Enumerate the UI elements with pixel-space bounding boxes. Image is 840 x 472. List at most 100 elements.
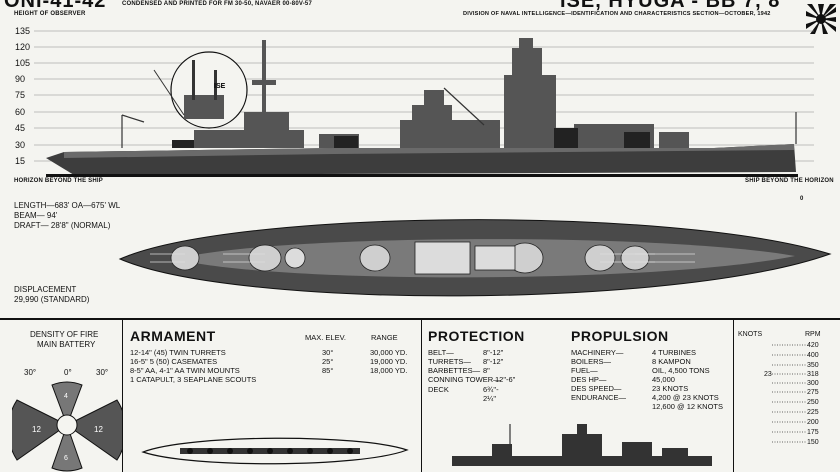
density-sector-left: 12 [32,425,41,434]
protection-row-label: BELT— [428,348,454,357]
propulsion-row-label: DES SPEED— [571,384,622,393]
dimension-beam: BEAM— 94' [14,211,58,220]
ship-title: ISE, HYUGA - BB 7, 8 [560,0,781,12]
dimension-length: LENGTH—683' OA—675' WL [14,201,121,210]
density-sector-top: 4 [64,393,68,400]
propulsion-row-value: 23 KNOTS [652,384,689,393]
propulsion-row-label: ENDURANCE— [571,393,627,402]
propulsion-row-value: 8 KAMPON [652,357,691,366]
speed-col-knots: KNOTS [738,331,763,338]
displacement-label: DISPLACEMENT [14,285,77,294]
plan-gun-barrels [150,253,695,263]
dimension-draft: DRAFT— 28'8" (NORMAL) [14,221,111,230]
speed-rpm-value: 200 [807,419,819,426]
propulsion-row-value: OIL, 4,500 TONS [652,366,710,375]
scale-mark: 45 [15,123,26,133]
propulsion-row-value: 4 TURBINES [652,348,697,357]
armament-row-elev: 85° [322,366,334,375]
ship-profile-drawing: ISE [34,30,814,177]
armament-row-desc: 16-5" 5 (50) CASEMATES [130,357,218,366]
protection-row-label: TURRETS— [428,357,471,366]
scale-mark: 105 [15,58,31,68]
speed-rpm-ticks [772,344,806,443]
horizon-beyond-ship-label: HORIZON BEYOND THE SHIP [14,178,103,184]
density-angle-left: 30° [24,368,37,377]
turrets [172,128,650,148]
document-number: ONI-41-42 [4,0,107,12]
speed-rpm-value: 300 [807,380,819,387]
armament-plan-drawing [141,437,409,465]
propulsion-row-label: MACHINERY— [571,348,624,357]
density-sector-bottom: 6 [64,455,68,462]
column-divider [421,320,422,472]
condensed-note: CONDENSED AND PRINTED FOR FM 30-50, NAVA… [122,1,312,7]
ship-plan-drawing [118,219,832,297]
propulsion-row-label: DES HP— [571,375,607,384]
speed-col-rpm: RPM [805,331,821,338]
displacement-value: 29,990 (STANDARD) [14,295,90,304]
propulsion-row-value: 4,200 @ 23 KNOTS [652,393,719,402]
armament-row-elev: 25° [322,357,334,366]
protection-row-value: 2¼" [483,394,497,403]
speed-rpm-value: 150 [807,439,819,446]
plan-superstructure [284,241,516,275]
density-of-fire-diagram: 12 4 12 6 [12,381,122,472]
speed-rpm-value: 250 [807,399,819,406]
superstructure [194,38,689,148]
armament-row-range: 19,000 YD. [370,357,408,366]
density-sector-right: 12 [94,425,103,434]
protection-row-value: 8"-12" [483,357,504,366]
scale-mark: 15 [15,156,26,166]
division-line: DIVISION OF NAVAL INTELLIGENCE—IDENTIFIC… [463,11,771,17]
armament-row-elev: 30° [322,348,334,357]
hull-profile [46,144,798,177]
scale-mark: 75 [15,90,26,100]
inset-label: ISE [214,83,226,90]
inset-detail-circle [153,51,248,129]
propulsion-title: PROPULSION [571,328,669,344]
armament-row-desc: 12-14" (45) TWIN TURRETS [130,348,226,357]
speed-rpm-value: 318 [807,371,819,378]
ship-beyond-horizon-label: SHIP BEYOND THE HORIZON [745,178,834,184]
armament-row-desc: 8-5" AA, 4-1" AA TWIN MOUNTS [130,366,240,375]
scale-mark: 120 [15,42,31,52]
density-angle-center: 0° [64,368,72,377]
scale-zero-mark: 0 [800,196,804,202]
scale-mark: 30 [15,140,26,150]
height-of-observer-label: HEIGHT OF OBSERVER [14,11,86,17]
speed-rpm-value: 420 [807,342,819,349]
speed-rpm-value: 225 [807,409,819,416]
protection-row-value: 6¾"- [483,385,499,394]
density-angle-right: 30° [96,368,109,377]
speed-marker-knots: 23 [764,371,772,378]
armament-row-range: 18,000 YD. [370,366,408,375]
rising-sun-flag-icon [806,4,836,34]
density-title-line2: MAIN BATTERY [37,340,96,349]
speed-rpm-value: 275 [807,389,819,396]
propulsion-row-label: FUEL— [571,366,598,375]
section-divider [0,318,840,320]
density-title-line1: DENSITY OF FIRE [30,330,99,339]
armament-title: ARMAMENT [130,328,216,344]
protection-row-value: 12"-6" [495,375,516,384]
plan-turrets [170,242,650,274]
speed-rpm-value: 175 [807,429,819,436]
protection-row-label: BARBETTES— [428,366,481,375]
protection-title: PROTECTION [428,328,525,344]
protection-row-value: 8" [483,366,490,375]
propulsion-row-label: BOILERS— [571,357,612,366]
propulsion-row-value: 45,000 [652,375,675,384]
armament-col-range: RANGE [371,333,398,342]
propulsion-row-value: 12,600 @ 12 KNOTS [652,402,723,411]
protection-row-label: CONNING TOWER— [428,375,501,384]
cranes-masts [121,87,797,148]
column-divider [122,320,123,472]
speed-rpm-value: 400 [807,352,819,359]
protection-row-label: DECK [428,385,449,394]
armament-row-desc: 1 CATAPULT, 3 SEAPLANE SCOUTS [130,375,257,384]
speed-rpm-value: 350 [807,362,819,369]
protection-row-value: 8"-12" [483,348,504,357]
bottom-profile-drawing [452,424,712,466]
scale-mark: 90 [15,74,26,84]
armament-row-range: 30,000 YD. [370,348,408,357]
